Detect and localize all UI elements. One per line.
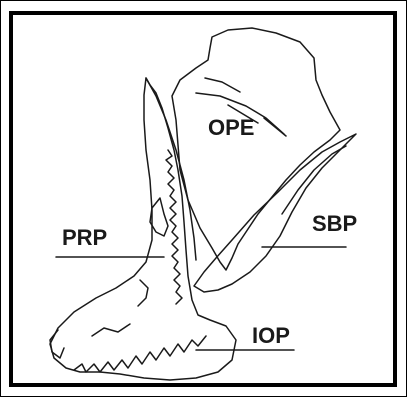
label-sbp: SBP bbox=[312, 211, 357, 236]
interopercle-serrated-edge bbox=[74, 336, 206, 372]
opercle-ridge-line-2 bbox=[205, 78, 240, 92]
label-iop: IOP bbox=[252, 323, 290, 348]
inner-frame bbox=[11, 13, 395, 385]
preopercle-canal-line bbox=[138, 280, 148, 306]
preopercle-spine bbox=[146, 78, 196, 260]
leader-line-ope bbox=[264, 118, 286, 136]
subopercle-inner-line bbox=[282, 146, 346, 214]
label-prp: PRP bbox=[62, 225, 107, 250]
interopercle-canal-line bbox=[92, 324, 130, 336]
label-ope: OPE bbox=[208, 115, 254, 140]
